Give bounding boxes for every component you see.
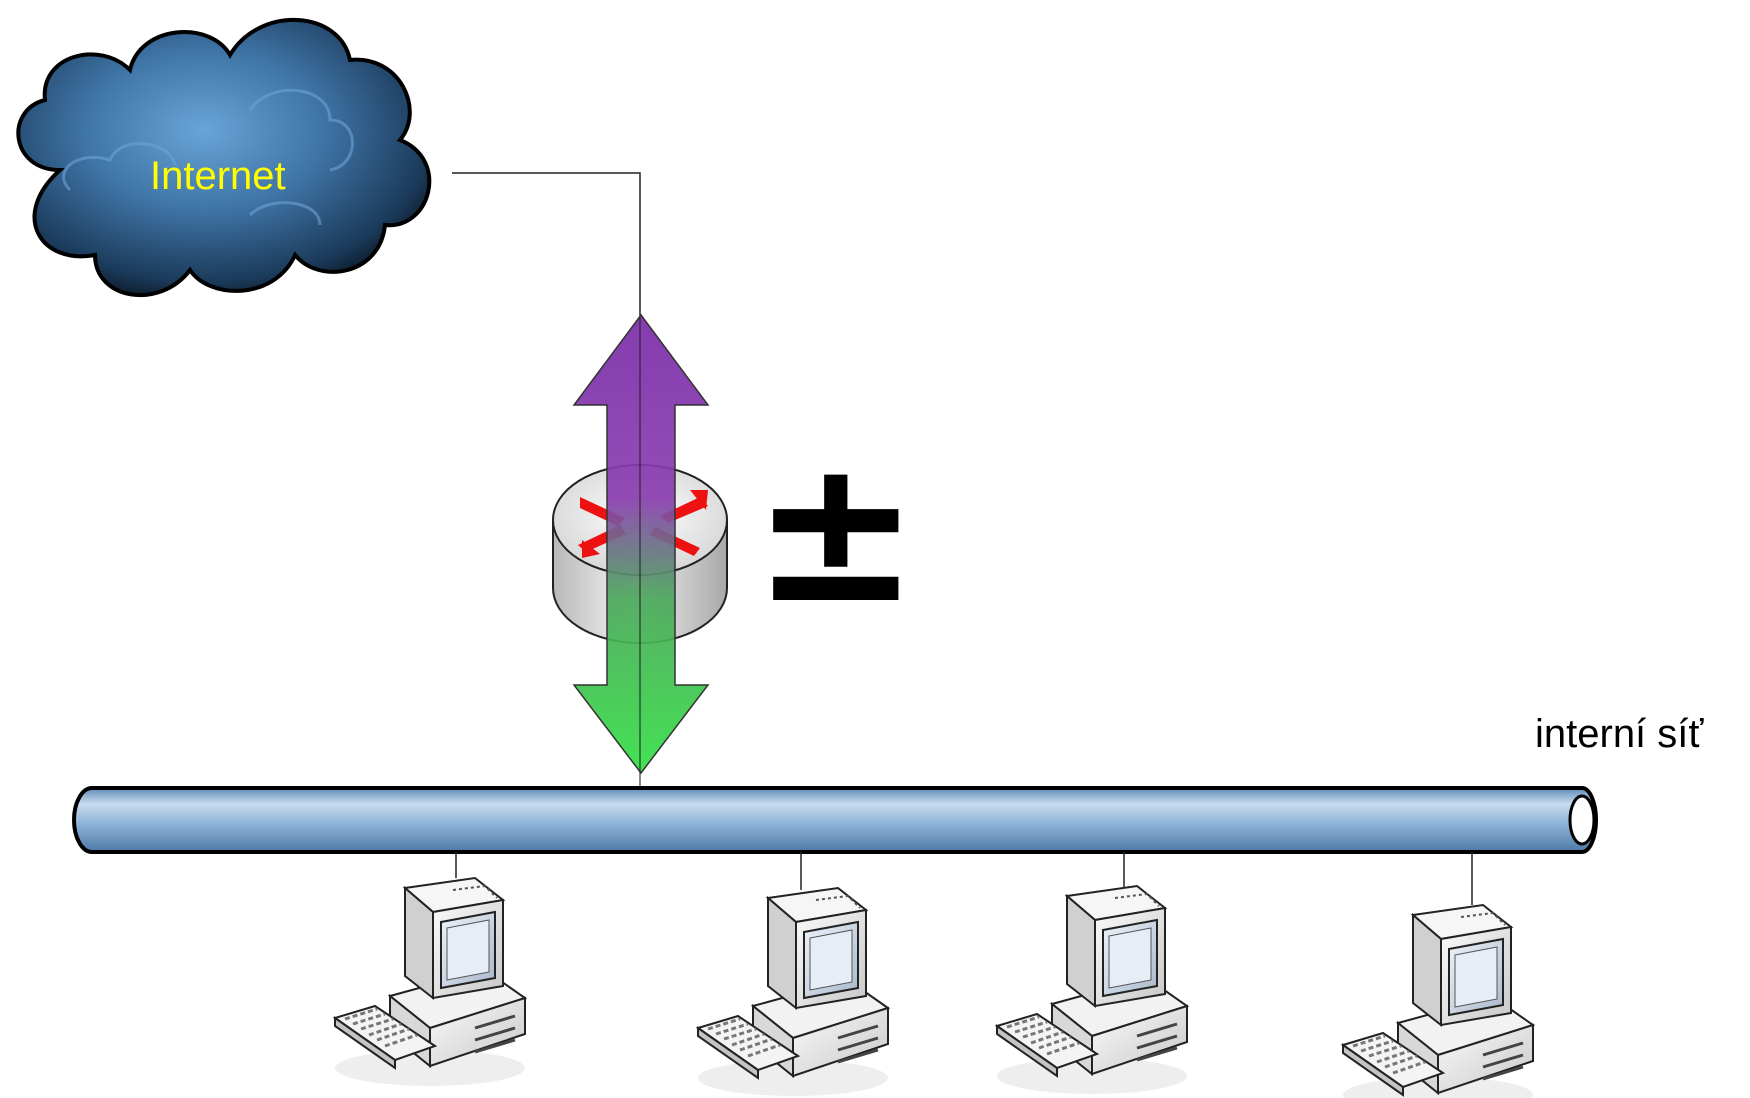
internet-label: Internet (150, 154, 286, 198)
desktop-computer-icon (1341, 903, 1535, 1098)
internet-cloud-icon (16, 18, 432, 297)
plus-minus-symbol: ± (752, 415, 920, 648)
desktop-computer-icon (696, 886, 890, 1098)
internet-link-line (452, 172, 641, 318)
network-label: interní síť (1535, 712, 1704, 756)
bidirectional-arrow-icon (572, 313, 710, 775)
desktop-computer-icon (995, 884, 1189, 1096)
network-bus-icon (72, 786, 1598, 854)
desktop-computer-icon (333, 876, 527, 1088)
